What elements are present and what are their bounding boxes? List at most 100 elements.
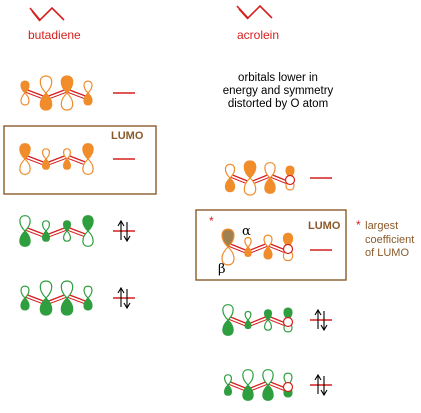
acrolein-structure — [236, 4, 273, 20]
acrolein-psi3-lobe-down-2 — [263, 246, 273, 260]
acrolein-psi2-backbone-2 — [227, 318, 289, 328]
butadiene-psi1-lobe-up-2 — [60, 280, 74, 299]
note-line-2: energy and symmetry — [222, 85, 334, 97]
acrolein-psi2-lobe-down-1 — [244, 319, 252, 330]
butadiene-psi4-backbone — [24, 88, 89, 98]
alpha-label: α — [242, 224, 251, 239]
butadiene-psi3-lobe-up-3 — [82, 143, 94, 160]
butadiene-psi1-backbone-2 — [24, 296, 89, 306]
acrolein-psi1-lobe-down-1 — [242, 384, 254, 401]
butadiene-psi2-lobe-up-3 — [82, 215, 94, 232]
acrolein-psi1-oxygen-atom — [282, 381, 294, 393]
acrolein-psi3-backbone-2 — [227, 245, 289, 255]
butadiene-psi2-lobe-down-2 — [62, 230, 72, 242]
side-note-line-3: of LUMO — [365, 247, 410, 259]
acrolein-psi4-lobe-down-0 — [224, 177, 236, 193]
butadiene-title: butadiene — [28, 28, 81, 42]
butadiene-psi3-backbone-2 — [24, 157, 89, 167]
butadiene-psi4-lobe-down-2 — [60, 92, 74, 111]
butadiene-psi2-level-electron-down — [123, 222, 131, 243]
butadiene-psi3-lobe-down-2 — [62, 158, 72, 170]
side-note-line-2: coefficient — [365, 234, 415, 246]
butadiene-psi3-lobe-down-1 — [41, 158, 51, 170]
acrolein-psi4-lobe-up-3 — [285, 165, 295, 179]
butadiene-psi1-level-electron-up — [117, 286, 125, 307]
butadiene-psi1-lobe-down-3 — [83, 297, 93, 311]
side-note: * largest coefficient of LUMO — [356, 216, 414, 260]
butadiene-psi4-backbone-2 — [24, 91, 89, 101]
acrolein-psi2-lobe-up-0 — [222, 304, 234, 321]
acrolein-psi2-lobe-up-3 — [283, 307, 293, 321]
acrolein-psi1-lobe-down-2 — [262, 384, 274, 401]
acrolein-psi3-lobe-down-1 — [244, 246, 252, 257]
acrolein-psi3-lobe-up-0 — [221, 228, 235, 248]
butadiene-lumo-label: LUMO — [111, 130, 144, 142]
butadiene-psi2-lobe-up-0 — [19, 215, 31, 232]
butadiene-psi4-lobe-up-2 — [60, 75, 74, 94]
acrolein-psi1-backbone-2 — [227, 383, 289, 393]
acrolein-psi1-lobe-up-3 — [283, 372, 293, 386]
acrolein-psi4-lobe-down-1 — [243, 177, 257, 196]
acrolein-psi3-lobe-up-3 — [282, 232, 294, 248]
note-line-1: orbitals lower in — [238, 72, 318, 84]
side-note-asterisk: * — [356, 218, 361, 232]
acrolein-psi4-lobe-down-2 — [264, 177, 276, 194]
acrolein-psi1-lobe-up-1 — [242, 369, 254, 386]
butadiene-psi1-lobe-down-2 — [60, 297, 74, 316]
acrolein-psi4-backbone — [229, 173, 291, 183]
acrolein-psi2-oxygen-atom — [282, 316, 294, 328]
acrolein-psi4-backbone-2 — [229, 176, 291, 186]
acrolein-psi1-backbone — [227, 380, 289, 390]
acrolein-psi1-lobe-down-0 — [223, 384, 233, 396]
note-line-3: distorted by O atom — [227, 98, 329, 110]
butadiene-psi2-lobe-down-0 — [19, 230, 31, 247]
butadiene-psi1-backbone — [24, 293, 89, 303]
butadiene-psi4-lobe-up-1 — [39, 75, 53, 94]
butadiene-psi1-lobe-down-1 — [39, 297, 53, 316]
butadiene-lumo-box — [3, 125, 157, 195]
butadiene-psi3-lobe-up-2 — [62, 148, 72, 160]
acrolein-lumo-box — [195, 209, 347, 281]
butadiene-psi1-lobe-up-0 — [20, 285, 30, 299]
butadiene-psi2-lobe-down-1 — [41, 230, 51, 242]
beta-label: β — [218, 262, 226, 277]
acrolein-psi3-lobe-down-0 — [221, 246, 235, 266]
acrolein-psi2-level-electron-up — [314, 308, 322, 329]
butadiene-psi4-lobe-down-1 — [39, 92, 53, 111]
acrolein-psi3-oxygen-atom — [282, 243, 294, 255]
acrolein-psi2-backbone — [227, 315, 289, 325]
acrolein-psi2-lobe-up-2 — [263, 309, 273, 321]
asterisk-marker: * — [209, 214, 214, 228]
distortion-note: orbitals lower in energy and symmetry di… — [203, 72, 353, 111]
butadiene-psi1-lobe-up-1 — [39, 280, 53, 299]
acrolein-psi2-lobe-down-0 — [222, 319, 234, 336]
acrolein-psi3-backbone — [227, 242, 289, 252]
butadiene-psi1-level-electron-down — [123, 289, 131, 310]
acrolein-psi4-oxygen-atom — [284, 174, 296, 186]
butadiene-psi3-lobe-down-3 — [82, 158, 94, 175]
acrolein-psi3-lobe-up-1 — [244, 237, 252, 248]
acrolein-title: acrolein — [237, 28, 280, 42]
acrolein-psi1-lobe-up-0 — [223, 374, 233, 386]
acrolein-psi2-lobe-up-1 — [244, 310, 252, 321]
acrolein-psi4-lobe-up-1 — [243, 160, 257, 179]
acrolein-psi2-level-electron-down — [320, 311, 328, 332]
butadiene-psi1-lobe-up-3 — [83, 285, 93, 299]
butadiene-psi4-lobe-up-3 — [83, 80, 93, 94]
acrolein-psi1-level-electron-up — [314, 373, 322, 394]
butadiene-psi3-lobe-down-0 — [19, 158, 31, 175]
butadiene-psi2-backbone — [24, 226, 89, 236]
butadiene-psi3-lobe-up-0 — [19, 143, 31, 160]
butadiene-psi2-backbone-2 — [24, 229, 89, 239]
acrolein-psi3-lobe-up-2 — [263, 234, 273, 248]
side-note-line-1: largest — [365, 220, 399, 232]
butadiene-psi1-lobe-down-0 — [20, 297, 30, 311]
acrolein-psi4-lobe-up-2 — [264, 162, 276, 179]
butadiene-psi4-lobe-down-3 — [83, 92, 93, 106]
acrolein-psi1-lobe-up-2 — [262, 369, 274, 386]
butadiene-psi3-lobe-up-1 — [41, 148, 51, 160]
butadiene-psi3-backbone — [24, 154, 89, 164]
acrolein-psi4-lobe-up-0 — [224, 163, 236, 179]
butadiene-psi2-lobe-up-1 — [41, 220, 51, 232]
